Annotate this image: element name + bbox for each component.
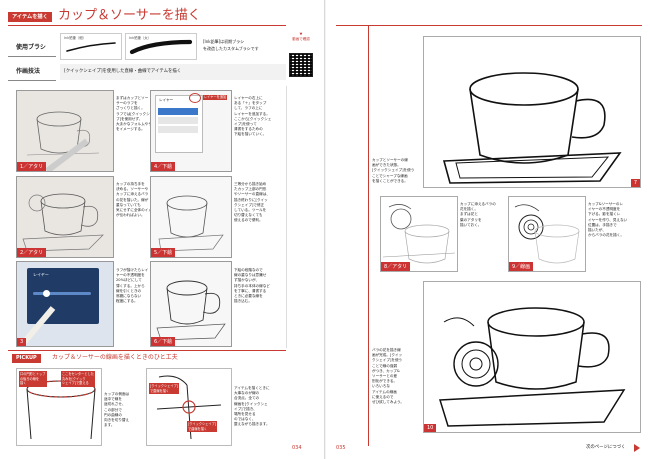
layer-row[interactable] (158, 126, 198, 133)
step-panel-6: 6／下絵 (150, 261, 232, 347)
pickup-title: カップ＆ソーサーの線画を描くときのひと工夫 (52, 354, 178, 361)
qr-caption: ▼ 動画で確認 (288, 32, 314, 52)
brush-swatch-2: Ink鉛筆（太） (125, 33, 197, 60)
layer-menu-title: レイヤー (159, 98, 174, 102)
step-1-label: 1／アタリ (17, 162, 47, 171)
technique-text: [クイックシェイプ]を使用した直線・曲線でアイテムを描く (64, 69, 182, 74)
brush-swatch-1: Ink鉛筆（細） (60, 33, 122, 60)
step-9-label: 9／線画 (509, 262, 534, 271)
section-tag-text: アイテムを描く (12, 13, 48, 20)
qr-caption-1: ▼ (299, 32, 303, 36)
qr-code[interactable] (289, 53, 313, 77)
title-rule (8, 25, 286, 26)
step-panel-4: レイヤー レイヤーを追加 4／下絵 (150, 90, 232, 172)
page-number-right: 035 (336, 445, 346, 451)
pickup-rule (8, 350, 286, 351)
step-panel-7: 7 (423, 36, 641, 188)
pickup-panel-1: 口の円形とトップ の後ろの線を 描く ここをセンターとした 丸みを[クイック シ… (16, 368, 102, 446)
pickup-tag: PICKUP (12, 354, 41, 363)
step-panel-9: 9／線画 (508, 196, 586, 272)
layer-row-selected[interactable] (158, 108, 198, 115)
step-4-text: レイヤーの右上に ある「＋」をタップ して、ラフの上に レイヤーを追加する。 こ… (234, 96, 272, 137)
pickup-note-2: ここをセンターとした 丸みを[クイック シェイプ]で整える (61, 371, 95, 387)
page-spine (324, 0, 326, 459)
layer-menu: レイヤー (155, 95, 203, 153)
left-page: アイテムを描く カップ＆ソーサーを描く 使用ブラシ Ink鉛筆（細） Ink鉛筆… (8, 8, 314, 451)
brush-name-2: Ink鉛筆（太） (129, 36, 152, 40)
top-rule (336, 25, 642, 26)
next-arrow-icon (634, 444, 640, 452)
step-2-label: 2／アタリ (17, 248, 47, 257)
step-8-label: 8／アタリ (381, 262, 411, 271)
add-layer-hint: レイヤーを追加 (203, 95, 228, 101)
step-7-text: カップとソーサーの線 画ができた状態。 [クイックシェイプ]を使う ことでシャー… (372, 158, 415, 183)
opacity-slider[interactable] (33, 292, 91, 295)
layer-panel-title: レイヤー (33, 272, 49, 277)
side-rule (368, 26, 369, 446)
technique-label-rule (8, 80, 56, 81)
step-3-label: 3 (17, 338, 27, 346)
step-8-text: カップに添えるバラの 花を描く。 まずは花と 葉のアタリを 描いておく。 (460, 202, 496, 227)
brush-label: 使用ブラシ (16, 44, 46, 51)
step-7-label: 7 (630, 179, 640, 187)
brush-note: [Ink鉛筆]は初期ブラシ (203, 39, 245, 44)
right-page: 7 カップとソーサーの線 画ができた状態。 [クイックシェイプ]を使う ことでシ… (326, 0, 650, 459)
brush-label-rule (8, 56, 56, 57)
step-panel-3: レイヤー 3 (16, 261, 114, 347)
next-page-text: 次のページにつづく (586, 445, 626, 450)
step-10-text: バラの花を描き線 画が完成。[クイッ クシェイプ]を使う ことで線の強弱 がつき… (372, 348, 405, 405)
page-number-left: 034 (292, 445, 302, 451)
step-4-label: 4／下絵 (151, 162, 176, 171)
step-1-text: まずはカップとソー サーのラフを ざっくりと描く。 ラフでは[クイックシェイ プ… (116, 96, 163, 132)
pickup-note-4: [クイックシェイプ] で曲線を描く (187, 421, 217, 433)
step-10-label: 10 (424, 424, 437, 432)
page-title: カップ＆ソーサーを描く (58, 8, 201, 23)
step-6-label: 6／下絵 (151, 337, 176, 346)
step-panel-5: 5／下絵 (150, 176, 232, 258)
step-panel-1: 1／アタリ (16, 90, 114, 172)
pickup-note-3: [クイックシェイプ] で直線を描く (149, 383, 179, 395)
step-panel-8: 8／アタリ (380, 196, 458, 272)
qr-caption-2: 動画で確認 (292, 36, 310, 41)
layer-row[interactable] (158, 117, 198, 124)
step-panel-2: 2／アタリ (16, 176, 114, 258)
pickup-text-2: アイテムを描くときに 大事なのが線の 合流点。全ての 線画を[クイックシェ イプ… (234, 386, 270, 427)
pickup-note-1: 口の円形とトップ の後ろの線を 描く (19, 371, 47, 387)
step-3-text: ラフが描けたらレイ ヤーの不透明度を 20%ほどにして 薄くする。上から 線を引… (116, 268, 149, 304)
layer-panel: レイヤー (27, 268, 99, 324)
step-9-text: カップ&ソーサーのレ イヤーの不透明度を 下げる。影を描くレ イヤーを作り、見え… (588, 202, 628, 238)
pickup-panel-2: [クイックシェイプ] で直線を描く [クイックシェイプ] で曲線を描く (146, 368, 232, 446)
section-tag (8, 12, 52, 22)
brush-note-2: を改造したカスタムブラシです (203, 46, 259, 51)
pickup-text-1: カップの側面は 途中で線を 途切れさせ、 この部分で 円の曲線の 向きを切り替え… (104, 392, 130, 428)
add-layer-button[interactable] (189, 93, 201, 103)
technique-label: 作画技法 (16, 68, 41, 75)
step-6-text: 下絵の段階なので 線の重なりは意識せ ず描かないが、 持ち手の本体の線など を丁… (234, 268, 270, 304)
opacity-slider-knob[interactable] (43, 290, 50, 297)
brush-name-1: Ink鉛筆（細） (64, 36, 87, 40)
step-5-label: 5／下絵 (151, 248, 176, 257)
step-5-text: 三等分から描き始め たカップ上部の円形 やソーサーの直線は、 描き終わりに[クイ… (234, 182, 270, 223)
step-2-text: カップの持ち手を 決める。ソーサーや カップに添えるバラ の花を描いた。線が 重… (116, 182, 160, 218)
step-panel-10: 10 (423, 281, 641, 433)
vertical-rule (286, 86, 287, 348)
technique-box (60, 64, 286, 80)
